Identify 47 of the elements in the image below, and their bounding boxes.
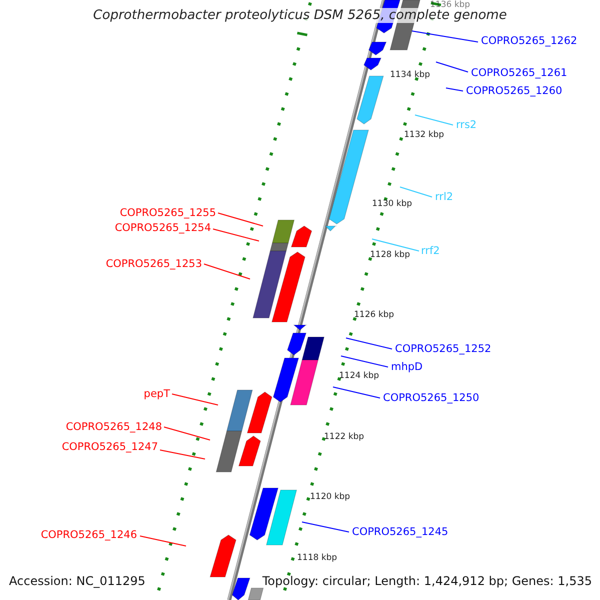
scale-label: 1118 kbp	[297, 553, 338, 563]
gene-label: COPRO5265_1261	[471, 67, 568, 79]
leader-line	[204, 264, 250, 280]
scale-label: 1126 kbp	[354, 310, 394, 320]
leader-line	[346, 338, 392, 350]
leader-line	[302, 522, 350, 532]
leader-line	[212, 228, 260, 242]
gene-label: COPRO5265_1245	[352, 526, 448, 538]
scale-label: 1122 kbp	[324, 432, 364, 442]
gene-label: COPRO5265_1260	[466, 85, 562, 97]
leader-line	[372, 238, 420, 252]
gene-label: COPRO5265_1252	[395, 343, 492, 355]
scale-label: 1128 kbp	[370, 250, 410, 260]
leader-line	[140, 536, 186, 546]
gene-label: rrf2	[421, 245, 440, 257]
leader-line	[160, 450, 206, 460]
gene-label: COPRO5265_1246	[40, 529, 137, 541]
title: Coprothermobacter proteolyticus DSM 5265, complete genome	[93, 8, 507, 23]
gene-label: COPRO5265_1262	[481, 35, 578, 47]
leader-line	[218, 212, 264, 226]
scale-label: 1132 kbp	[404, 130, 444, 140]
gene-label: pepT	[144, 388, 170, 400]
footer-text: Accession: NC_011295	[9, 575, 146, 587]
scale-label: 1136 kbp	[430, 0, 470, 10]
footer-text: Topology: circular; Length: 1,424,912 bp; Genes: 1,535	[262, 575, 592, 587]
leader-line	[172, 394, 218, 406]
leader-line	[332, 386, 380, 398]
gene-label: rrl2	[435, 191, 454, 203]
gene-label: COPRO5265_1247	[62, 441, 158, 453]
leader-line	[414, 114, 454, 126]
gene-label: rrs2	[456, 119, 477, 131]
gene-label: COPRO5265_1254	[114, 222, 211, 234]
leader-line	[400, 186, 432, 198]
scale-label: 1134 kbp	[390, 70, 430, 80]
scale-label: 1120 kbp	[310, 492, 350, 502]
gene-label: COPRO5265_1253	[106, 258, 202, 270]
gene-label: mhpD	[391, 361, 423, 373]
scale-label: 1130 kbp	[372, 199, 412, 209]
leader-line	[340, 356, 388, 368]
gene-label: COPRO5265_1250	[383, 392, 480, 404]
leader-line	[446, 88, 464, 92]
gene-label: COPRO5265_1248	[66, 421, 162, 433]
leader-line	[412, 30, 478, 42]
scale-label: 1124 kbp	[339, 371, 380, 381]
leader-line	[164, 426, 210, 440]
leader-line	[436, 62, 468, 72]
gene-label: COPRO5265_1255	[120, 207, 216, 219]
